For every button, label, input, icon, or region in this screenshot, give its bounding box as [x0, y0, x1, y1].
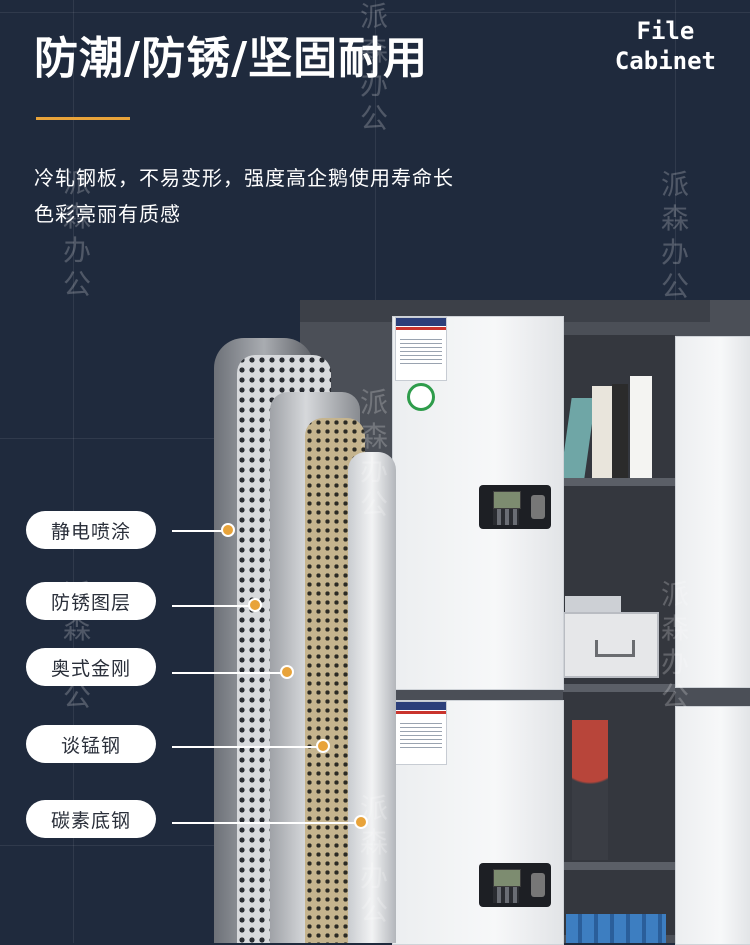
book: [630, 376, 652, 478]
marker-dot: [248, 598, 262, 612]
label-carbon-base-steel: 碳素底钢: [26, 800, 156, 838]
shelf: [563, 862, 675, 870]
cabinet-door-upper[interactable]: [392, 316, 564, 690]
marker-dot: [280, 665, 294, 679]
connector-line: [172, 746, 320, 748]
label-manganese-steel: 谈锰钢: [26, 725, 156, 763]
accent-divider: [36, 117, 130, 120]
flower-vase: [572, 720, 608, 860]
cabinet-door-lower[interactable]: [392, 700, 564, 945]
connector-line: [172, 605, 252, 607]
watermark: 派森办公: [660, 578, 689, 713]
grid-line: [73, 0, 74, 943]
brand-line-2: Cabinet: [614, 47, 716, 75]
file-folders: [566, 914, 666, 943]
description: 冷轧钢板，不易变形，强度高企鹅使用寿命长 色彩亮丽有质感: [34, 160, 454, 232]
watermark: 派森办公: [359, 0, 388, 135]
watermark: 派森办公: [660, 168, 689, 303]
electronic-lock[interactable]: [479, 863, 551, 907]
page-title: 防潮/防锈/坚固耐用: [34, 33, 429, 84]
cabinet-door-open-upper[interactable]: [675, 336, 750, 688]
label-diamond-layer: 奥式金刚: [26, 648, 156, 686]
coated-steel-roll: [348, 452, 396, 943]
door-label: [395, 701, 447, 765]
watermark: 派森办公: [62, 166, 91, 301]
shelf: [563, 478, 675, 486]
description-line-1: 冷轧钢板，不易变形，强度高企鹅使用寿命长: [34, 166, 454, 190]
marker-dot: [316, 739, 330, 753]
marker-dot: [221, 523, 235, 537]
quality-seal-icon: [407, 383, 435, 411]
cabinet-door-open-lower[interactable]: [675, 706, 750, 945]
connector-line: [172, 530, 226, 532]
watermark: 派森办公: [359, 792, 388, 927]
storage-box: [565, 596, 621, 614]
lock-drawer: [563, 612, 659, 678]
label-antirust-layer: 防锈图层: [26, 582, 156, 620]
brand-label: File Cabinet: [615, 16, 716, 76]
description-line-2: 色彩亮丽有质感: [34, 202, 181, 226]
grid-line: [0, 12, 750, 13]
label-electrostatic-coating: 静电喷涂: [26, 511, 156, 549]
connector-line: [172, 822, 358, 824]
book: [592, 386, 612, 478]
door-label: [395, 317, 447, 381]
shelf: [563, 684, 675, 692]
connector-line: [172, 672, 284, 674]
brand-line-1: File: [636, 17, 695, 45]
electronic-lock[interactable]: [479, 485, 551, 529]
book: [612, 384, 628, 478]
marker-dot: [354, 815, 368, 829]
watermark: 派森办公: [359, 386, 388, 521]
